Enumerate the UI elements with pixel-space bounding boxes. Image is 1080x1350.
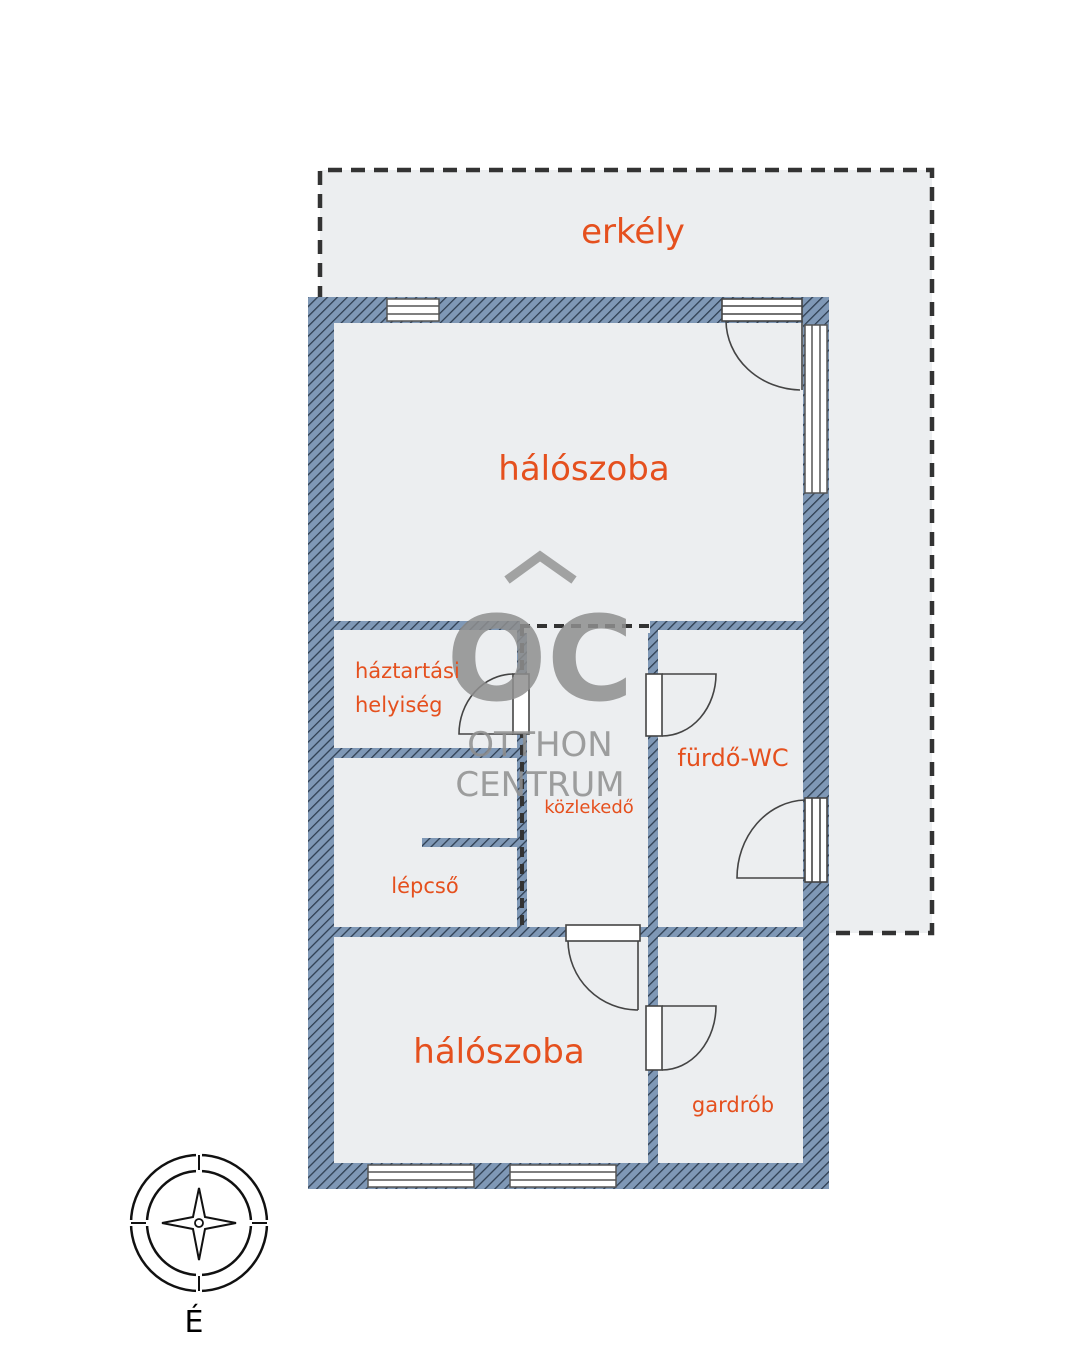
label-utility-line2: helyiség xyxy=(355,693,443,717)
door-bath-swing xyxy=(661,673,717,737)
doors xyxy=(458,298,828,1071)
compass-north-label: É xyxy=(185,1304,204,1340)
door-balcony-swing xyxy=(725,320,803,391)
door-bath-balcony-swing xyxy=(736,799,806,879)
watermark-line1: OTTHON xyxy=(467,725,612,765)
watermark-roof-icon xyxy=(504,550,577,584)
hallway-opening xyxy=(520,619,650,633)
window-right-tall xyxy=(804,324,828,494)
window-bottom-left xyxy=(367,1164,475,1188)
door-bath-balcony-frame xyxy=(804,797,828,883)
floor-hallway xyxy=(527,630,648,927)
compass: É xyxy=(128,1152,270,1340)
door-balcony-frame xyxy=(721,298,803,322)
label-wardrobe: gardrób xyxy=(692,1093,774,1117)
label-balcony: erkély xyxy=(581,212,685,252)
watermark: OC OTTHON CENTRUM xyxy=(447,550,634,805)
label-stairs: lépcső xyxy=(391,874,458,898)
door-wardrobe-swing xyxy=(661,1005,717,1071)
door-bedroom-bottom-swing xyxy=(567,940,639,1011)
windows xyxy=(367,298,828,1188)
hallway-dashed-boundary xyxy=(520,624,650,930)
compass-center-icon xyxy=(194,1218,204,1228)
floor-bedroom-bottom xyxy=(334,937,648,1163)
floor-wardrobe xyxy=(658,937,803,1163)
door-utility-swing xyxy=(458,673,514,735)
room-labels: erkély hálószoba háztartási helyiség für… xyxy=(355,212,789,1117)
watermark-monogram: OC xyxy=(447,590,634,728)
balcony-dashed-outline xyxy=(317,167,935,936)
label-bedroom-bottom: hálószoba xyxy=(413,1032,584,1072)
label-bedroom-top: hálószoba xyxy=(498,449,669,489)
window-bottom-right xyxy=(509,1164,617,1188)
label-bathroom: fürdő-WC xyxy=(677,744,788,772)
door-bath-frame xyxy=(645,673,663,737)
watermark-line2: CENTRUM xyxy=(455,765,624,805)
door-wardrobe-frame xyxy=(645,1005,663,1071)
door-bedroom-bottom-frame xyxy=(565,924,641,942)
label-hallway: közlekedő xyxy=(544,797,634,818)
label-utility-line1: háztartási xyxy=(355,659,460,683)
window-top-left xyxy=(386,298,440,322)
floor-utility xyxy=(334,630,517,748)
door-utility-frame xyxy=(512,673,530,735)
